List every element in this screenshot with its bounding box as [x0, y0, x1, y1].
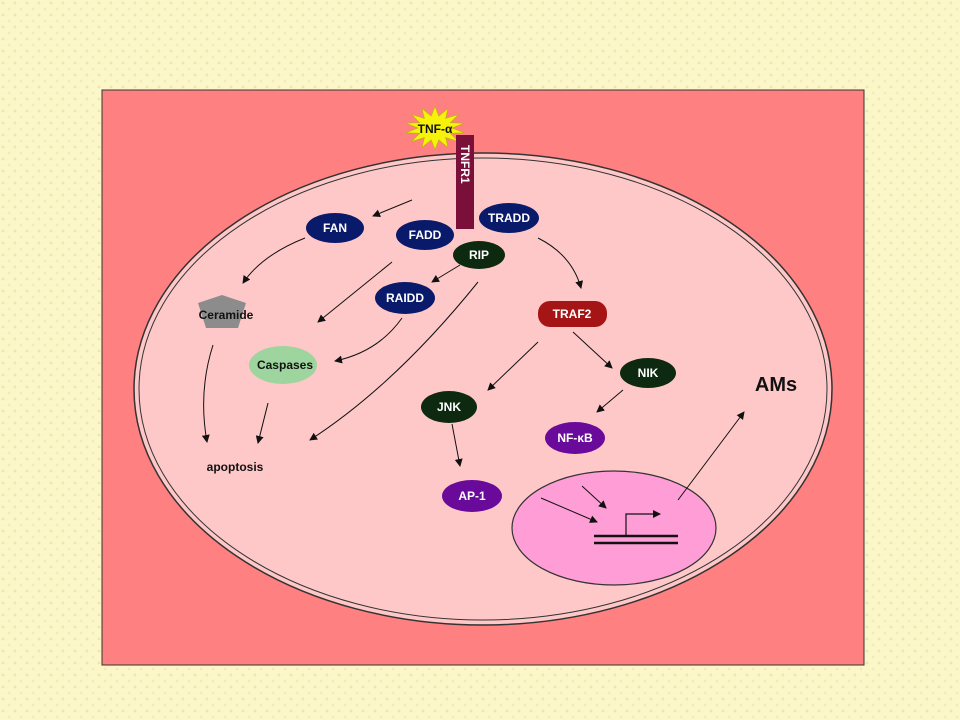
arrow-gene-to-ams	[677, 411, 745, 501]
tnf-alpha-label: TNF-α	[418, 122, 453, 136]
ceramide-node	[198, 295, 246, 328]
pathway-arrows	[201, 199, 745, 523]
fadd-label: FADD	[409, 228, 442, 242]
jnk-node	[421, 391, 477, 423]
arrow-tnfr1-to-fan	[372, 199, 413, 218]
arrow-caspases-to-apoptosis	[255, 402, 269, 444]
tnfr1-label: TNFR1	[458, 145, 472, 184]
arrow-ceramide-to-apoptosis	[201, 344, 214, 443]
nfkb-label: NF-κB	[557, 431, 593, 445]
arrow-jnk-to-ap1	[451, 423, 463, 467]
ceramide-label: Ceramide	[199, 308, 254, 322]
arrow-fan-to-ceramide	[242, 237, 306, 284]
raidd-label: RAIDD	[386, 291, 424, 305]
traf2-node	[538, 301, 607, 327]
ap1-label: AP-1	[458, 489, 486, 503]
arrow-tradd-to-traf2	[537, 237, 584, 289]
transcription-start-arrow	[625, 510, 661, 536]
tnf-alpha-star	[405, 105, 465, 151]
fan-node	[306, 213, 364, 243]
fadd-node	[396, 220, 454, 250]
fan-label: FAN	[323, 221, 347, 235]
arrow-raidd-to-caspases	[334, 317, 403, 364]
arrow-rip-to-raidd	[431, 264, 461, 283]
tnfr1-receptor	[456, 135, 474, 229]
caspases-node	[249, 346, 317, 384]
cell-membrane-inner	[138, 157, 828, 621]
ap1-node	[442, 480, 502, 512]
arrow-traf2-to-nik	[572, 331, 613, 369]
tradd-node	[479, 203, 539, 233]
raidd-node	[375, 282, 435, 314]
arrow-ap1-to-gene	[540, 497, 598, 523]
rip-node	[453, 241, 505, 269]
arrow-nfkb-to-gene	[581, 485, 607, 509]
arrow-fadd-to-caspases	[317, 261, 393, 323]
ams-label: AMs	[755, 374, 797, 396]
nfkb-node	[545, 422, 605, 454]
rip-label: RIP	[469, 248, 489, 262]
apoptosis-label: apoptosis	[207, 460, 264, 474]
jnk-label: JNK	[437, 400, 461, 414]
caspases-label: Caspases	[257, 358, 313, 372]
arrow-traf2-to-jnk	[487, 341, 539, 391]
tradd-label: TRADD	[488, 211, 530, 225]
nik-label: NIK	[638, 366, 659, 380]
traf2-label: TRAF2	[553, 307, 592, 321]
arrow-nik-to-nfkb	[596, 389, 624, 413]
nik-node	[620, 358, 676, 388]
arrow-rip-to-apoptosis	[309, 281, 479, 441]
nucleus	[511, 470, 717, 586]
